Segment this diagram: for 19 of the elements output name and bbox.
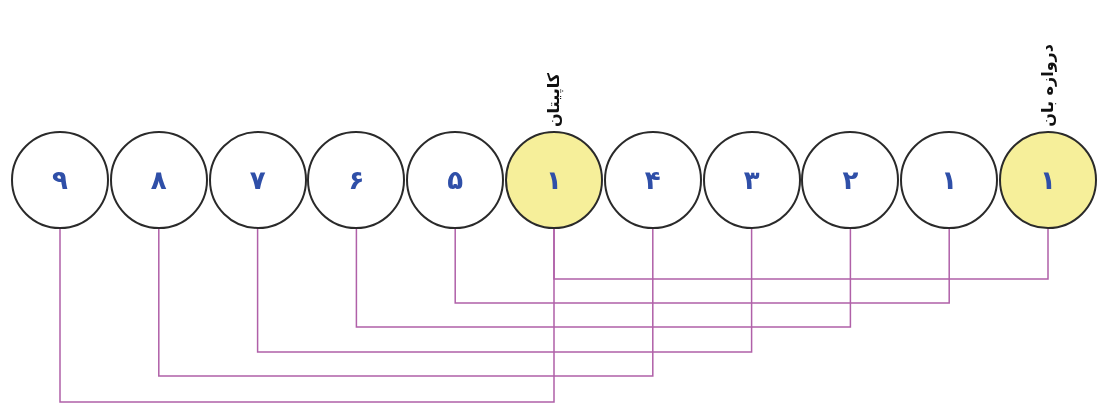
player-number: ۳: [743, 167, 760, 193]
connector-line: [553, 228, 1049, 280]
player-number: ۸: [150, 167, 167, 193]
connector-line: [256, 228, 753, 353]
player-number: ۶: [348, 167, 365, 193]
player-number: ۱: [546, 167, 562, 193]
role-label: کاپیتان: [545, 72, 563, 127]
connector-line: [454, 228, 950, 304]
connector-line: [355, 228, 852, 328]
player-number: ۵: [447, 167, 464, 193]
player-number: ۲: [842, 167, 859, 193]
player-number: ۴: [644, 167, 661, 193]
connector-line: [59, 228, 555, 403]
player-number: ۹: [52, 167, 68, 193]
role-label: دروازه بان: [1039, 44, 1057, 127]
player-number: ۷: [249, 167, 266, 193]
player-number: ۱: [1040, 167, 1056, 193]
connector-line: [158, 228, 654, 377]
player-number: ۱: [941, 167, 958, 193]
